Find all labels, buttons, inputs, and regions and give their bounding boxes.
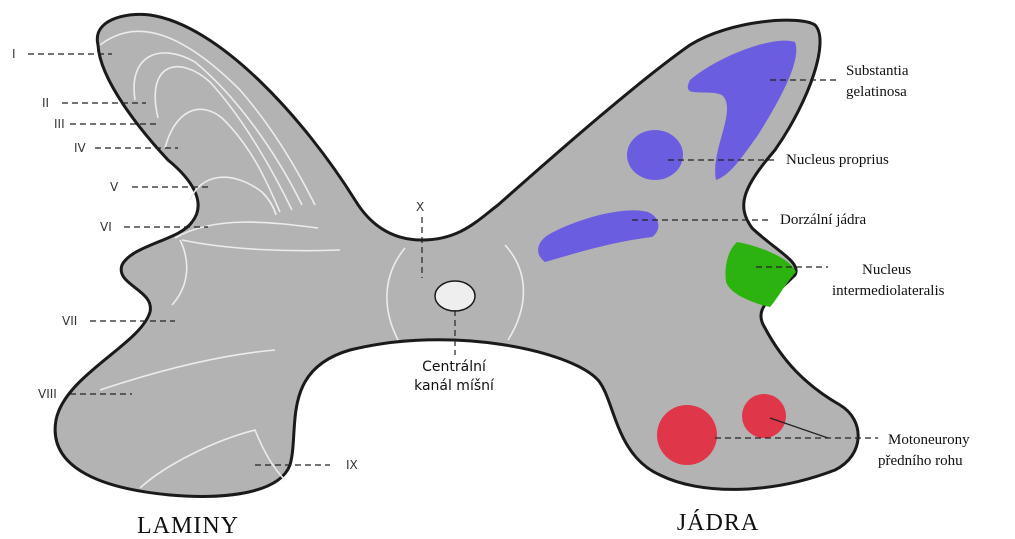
motoneurons-label-line1: Motoneurony bbox=[888, 432, 970, 448]
central-canal-label-line1: Centrální bbox=[422, 359, 487, 375]
nucleus-proprius bbox=[627, 130, 683, 180]
central-canal-label-line2: kanál míšní bbox=[414, 378, 495, 394]
lamina-label-v: V bbox=[110, 180, 119, 194]
intermediolateral-label-line2: intermediolateralis bbox=[832, 283, 945, 299]
dorsal-nuclei-label: Dorzální jádra bbox=[780, 212, 867, 228]
laminae-title: LAMINY bbox=[137, 513, 239, 539]
nuclei-title: JÁDRA bbox=[677, 510, 759, 536]
lamina-label-x: X bbox=[416, 200, 424, 214]
substantia-gelatinosa-label-line2: gelatinosa bbox=[846, 84, 907, 100]
intermediolateral-label-line1: Nucleus bbox=[862, 262, 911, 278]
motoneuron-medial bbox=[657, 405, 717, 465]
lamina-label-iii: III bbox=[54, 117, 65, 131]
motoneuron-lateral bbox=[742, 394, 786, 438]
lamina-label-i: I bbox=[12, 47, 16, 61]
lamina-label-iv: IV bbox=[74, 141, 87, 155]
lamina-label-ix: IX bbox=[346, 458, 358, 472]
substantia-gelatinosa-label-line1: Substantia bbox=[846, 63, 909, 79]
central-canal bbox=[435, 281, 475, 311]
lamina-label-vii: VII bbox=[62, 314, 77, 328]
motoneurons-label-line2: předního rohu bbox=[878, 453, 963, 469]
lamina-label-vi: VI bbox=[100, 220, 112, 234]
nucleus-proprius-label: Nucleus proprius bbox=[786, 152, 889, 168]
lamina-label-ii: II bbox=[42, 96, 49, 110]
lamina-label-viii: VIII bbox=[38, 387, 57, 401]
